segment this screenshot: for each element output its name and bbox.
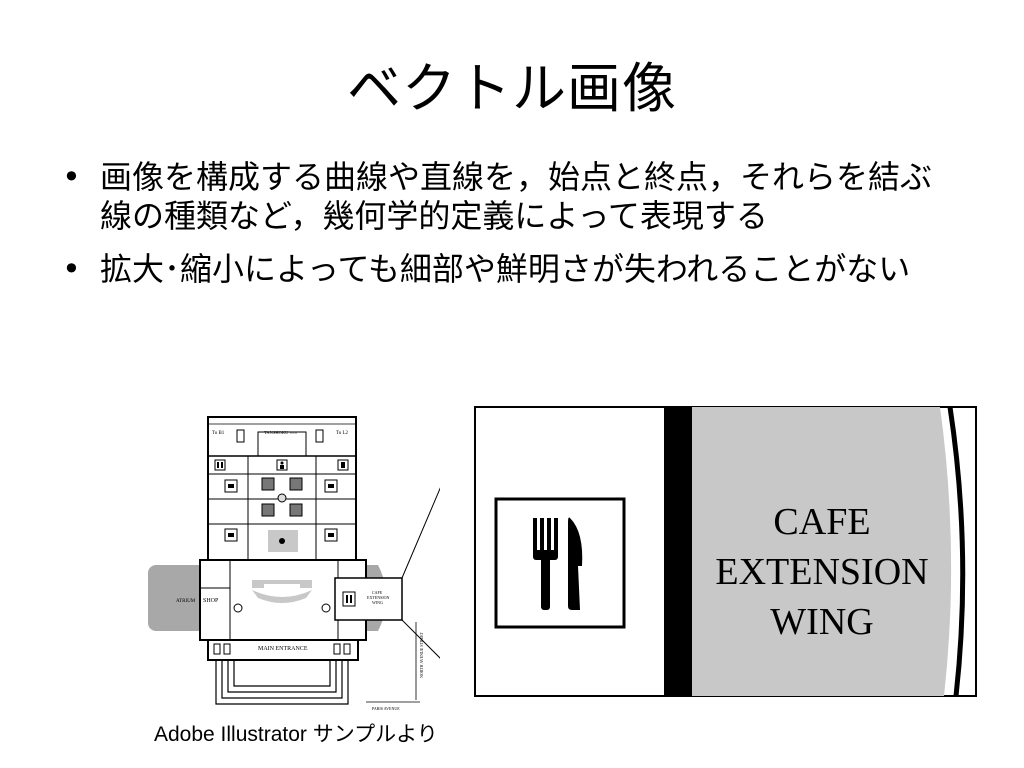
bullet-marker: • — [62, 158, 81, 196]
top-center-label: TANSHOKU ≡≡≡ — [264, 430, 298, 435]
cafe-label-2: EXTENSION — [367, 595, 390, 600]
slide-title: ベクトル画像 — [347, 57, 677, 120]
fork-knife-icon-frame — [494, 497, 626, 629]
zoomed-cafe-panel: CAFE EXTENSION WING — [474, 406, 977, 697]
fork-knife-icon — [533, 517, 583, 610]
bullet-item: • 拡大･縮小によっても細部や鮮明さが失われることがない — [62, 250, 962, 289]
zoom-text-line-2: EXTENSION — [715, 551, 928, 593]
main-entrance-label: MAIN ENTRANCE — [258, 646, 308, 652]
zoom-text-line-1: CAFE — [773, 501, 870, 543]
north-street-label: NORTH AVENUE STREET — [419, 632, 424, 678]
atrium-label: ATRIUM — [176, 599, 196, 604]
bullet-text: 画像を構成する曲線や直線を，始点と終点，それらを結ぶ線の種類など，幾何学的定義に… — [100, 158, 933, 235]
cafe-label-3: WING — [372, 600, 383, 605]
cafe-label-1: CAFE — [372, 590, 383, 595]
shop-label: SHOP — [203, 598, 219, 604]
bullet-text: 拡大･縮小によっても細部や鮮明さが失われることがない — [100, 250, 911, 288]
bullet-list: • 画像を構成する曲線や直線を，始点と終点，それらを結ぶ線の種類など，幾何学的定… — [62, 158, 962, 303]
to-b1-label: To B1 — [212, 431, 225, 436]
bullet-marker: • — [62, 250, 81, 288]
paris-avenue-label: PARIS AVENUE — [372, 706, 400, 711]
zoom-text-line-3: WING — [770, 601, 873, 643]
to-l2-label: To L2 — [336, 431, 349, 436]
image-caption: Adobe Illustrator サンプルより — [154, 723, 438, 746]
floor-plan-illustration: ATRIUM To B1 To L2 TANSHOKU ≡≡≡ — [148, 416, 440, 711]
bullet-item: • 画像を構成する曲線や直線を，始点と終点，それらを結ぶ線の種類など，幾何学的定… — [62, 158, 962, 236]
